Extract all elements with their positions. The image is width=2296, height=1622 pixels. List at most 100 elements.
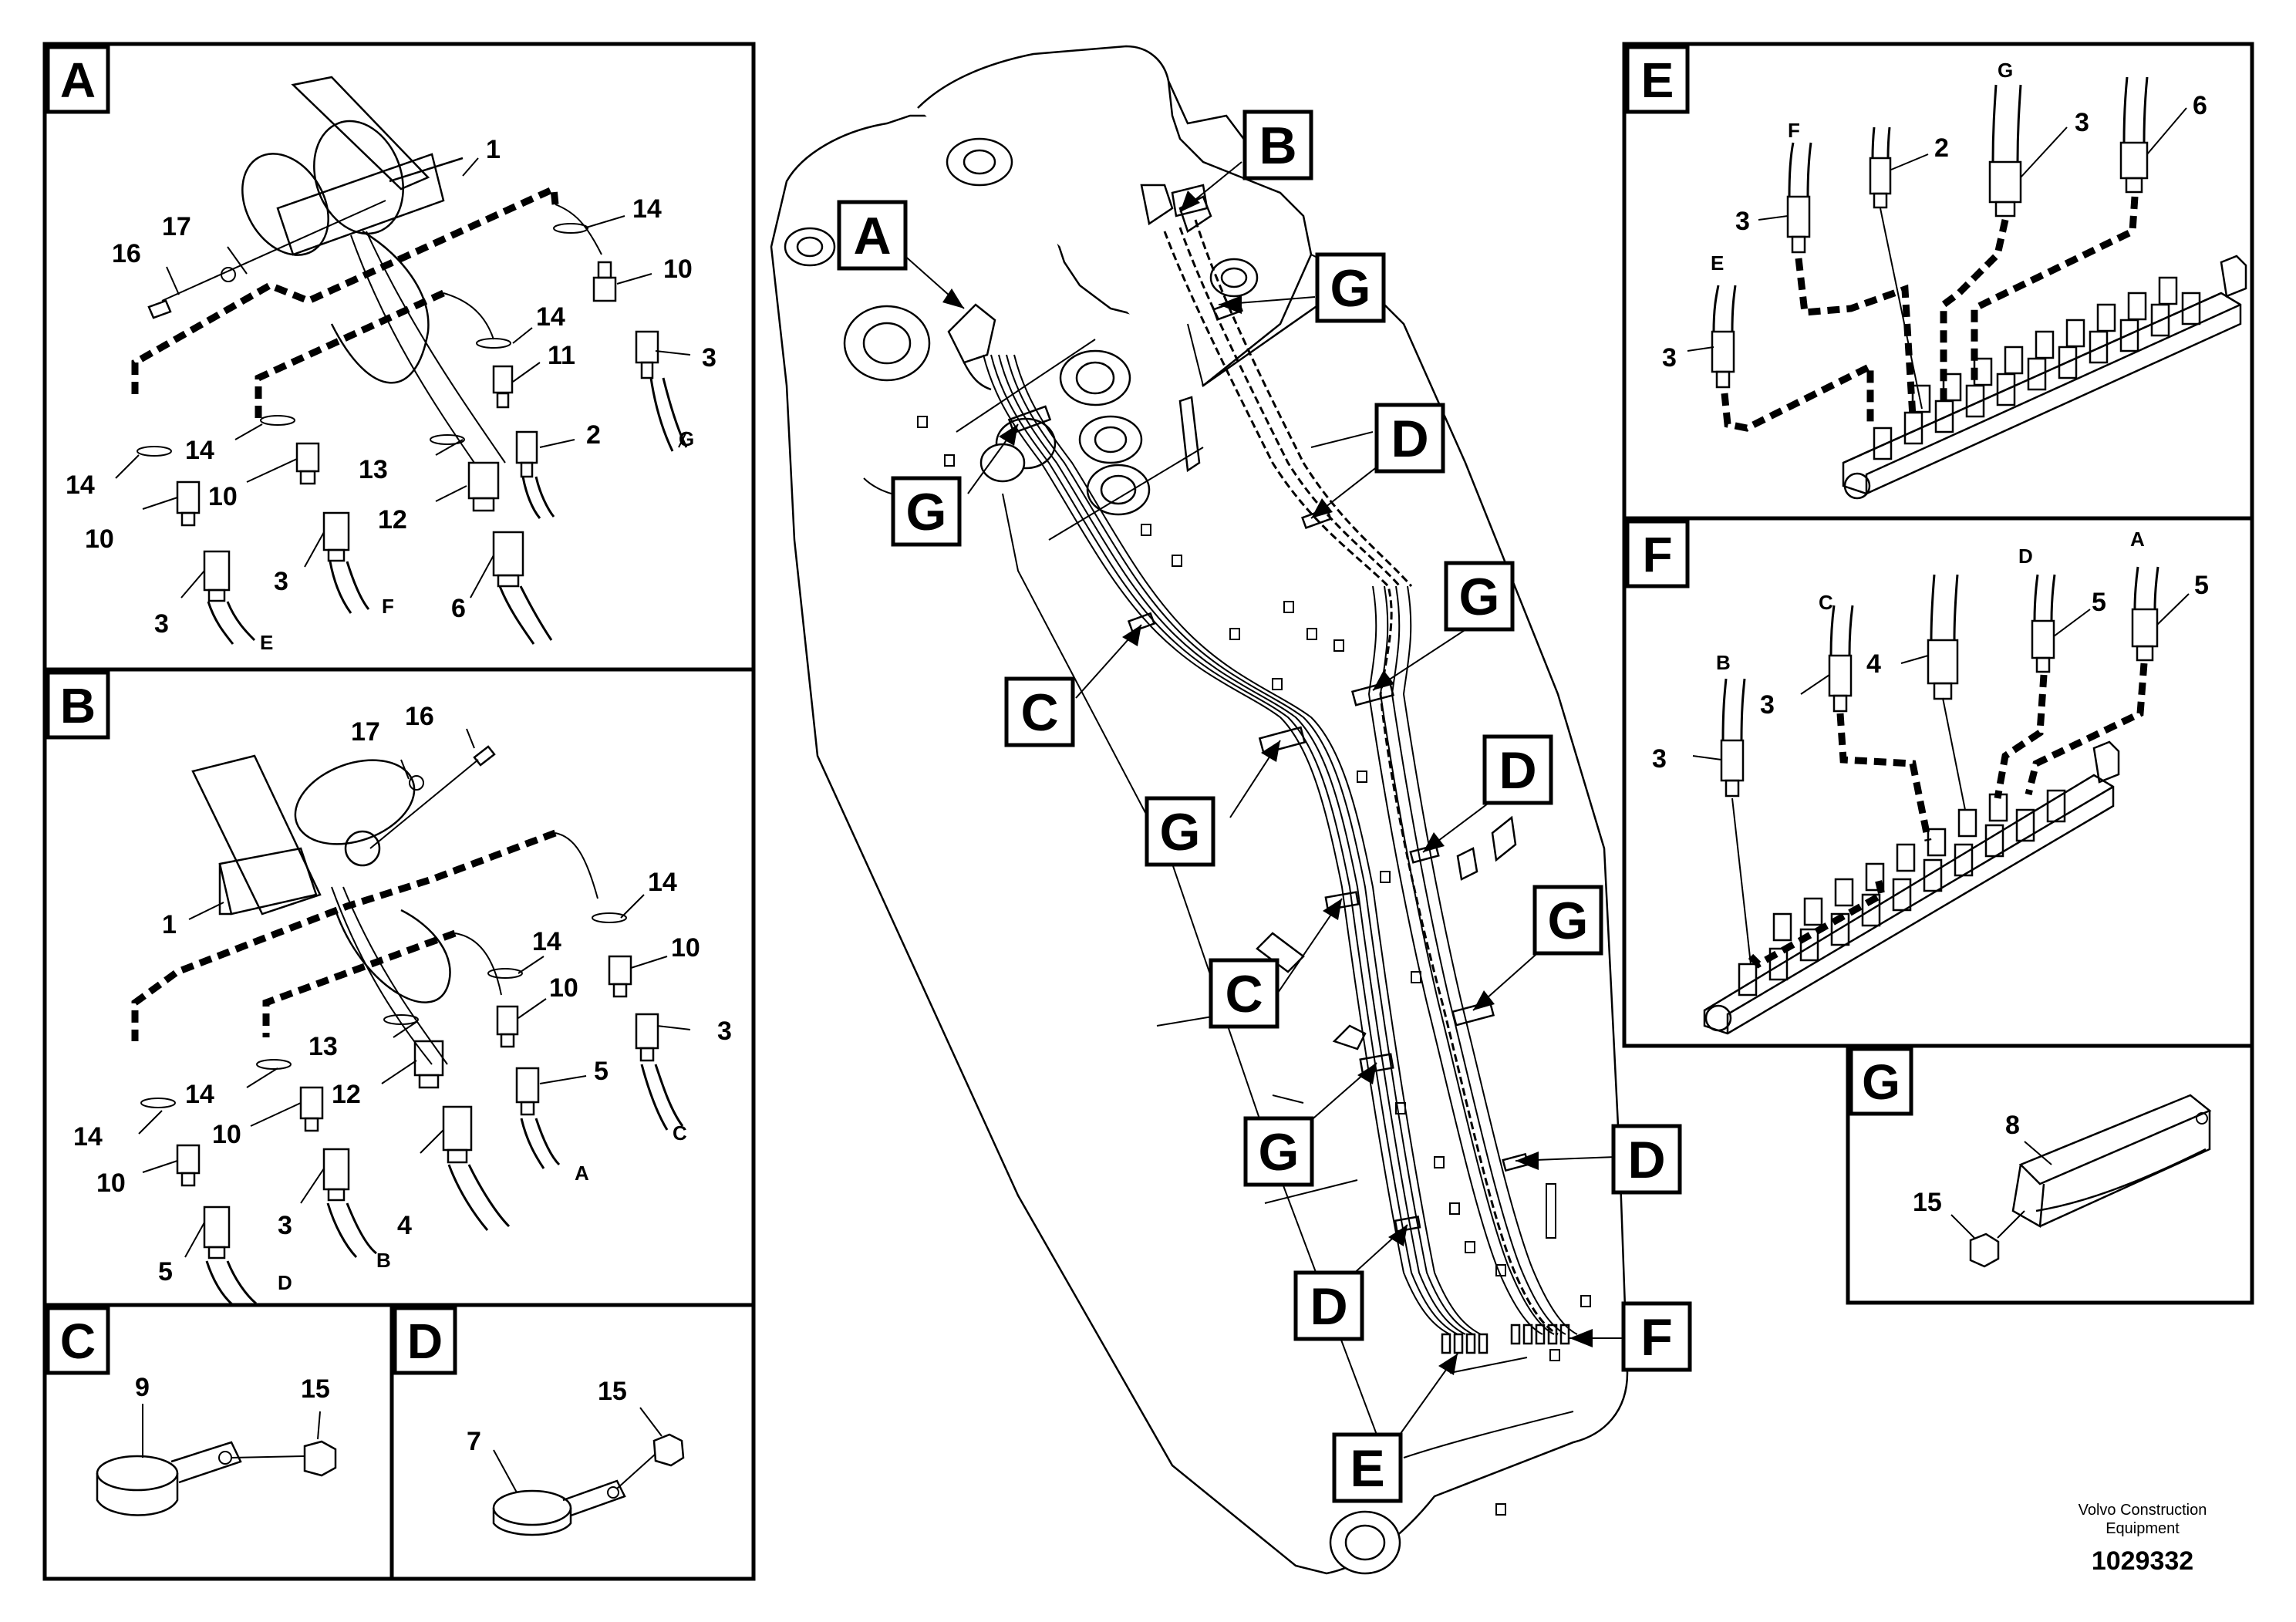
a-label-16: 16	[112, 239, 141, 268]
panel-c-drawing: 9 15	[96, 1373, 337, 1516]
callouts: A B G D G C G D	[837, 110, 1692, 1503]
b-label-14: 14	[648, 868, 677, 897]
a-label-13: 13	[359, 455, 388, 484]
e-label-6: 6	[2193, 91, 2207, 120]
panel-f-letter: F	[1642, 527, 1672, 582]
panel-c-tag: C	[46, 1306, 110, 1375]
callout-f: F	[1621, 1301, 1692, 1372]
f-label-5b: 5	[2194, 571, 2209, 600]
a-label-e: E	[260, 631, 273, 654]
callout-c2-label: C	[1225, 965, 1263, 1023]
panel-d-drawing: 15 7	[467, 1377, 685, 1536]
panel-c-letter: C	[60, 1313, 96, 1369]
f-label-d: D	[2018, 545, 2033, 568]
a-label-g: G	[679, 427, 694, 450]
e-label-f: F	[1788, 119, 1800, 142]
panel-b-tag: B	[46, 670, 110, 740]
callout-b-label: B	[1259, 116, 1296, 175]
callout-g4-label: G	[1160, 803, 1201, 862]
g-label-15: 15	[1913, 1188, 1942, 1217]
e-label-3b: 3	[1735, 207, 1750, 236]
callout-d4: D	[1293, 1270, 1364, 1341]
callout-c1: C	[1004, 676, 1075, 747]
a-label-3b: 3	[274, 567, 288, 596]
panel-f-drawing: D A C 5 5 B 4 3 3	[1652, 528, 2209, 1035]
callout-g2: G	[891, 476, 962, 547]
a-label-3c: 3	[154, 609, 169, 639]
callout-d3-label: D	[1627, 1131, 1665, 1189]
b-label-d: D	[278, 1271, 292, 1294]
c-label-9: 9	[135, 1373, 150, 1402]
panel-f-tag: F	[1625, 519, 1690, 588]
b-label-14d: 14	[73, 1122, 103, 1152]
b-label-10b: 10	[549, 973, 578, 1003]
e-label-3: 3	[2075, 108, 2089, 137]
d-label-15: 15	[598, 1377, 627, 1406]
panel-a-letter: A	[60, 52, 96, 108]
b-label-3b: 3	[278, 1211, 292, 1240]
a-label-14c: 14	[66, 470, 95, 500]
a-label-14: 14	[632, 194, 662, 224]
a-label-3: 3	[702, 343, 716, 373]
b-label-1: 1	[162, 910, 177, 939]
panel-d-tag: D	[393, 1306, 457, 1375]
callout-g3: G	[1444, 561, 1515, 632]
callout-d4-label: D	[1310, 1277, 1347, 1336]
b-label-5b: 5	[158, 1257, 173, 1286]
panel-g-drawing: 8 15	[1913, 1094, 2212, 1268]
a-label-10: 10	[663, 255, 693, 284]
panel-d-letter: D	[407, 1313, 443, 1369]
b-label-10d: 10	[96, 1168, 126, 1198]
b-label-14c: 14	[185, 1080, 214, 1109]
document-number: 1029332	[2092, 1546, 2193, 1576]
panel-g-tag: G	[1849, 1047, 1913, 1116]
b-label-17: 17	[351, 717, 380, 747]
callout-b: B	[1242, 110, 1313, 180]
callout-e-label: E	[1350, 1439, 1384, 1498]
panel-g-frame	[1846, 1044, 2254, 1305]
b-label-b: B	[376, 1249, 391, 1272]
brand-line-1: Volvo Construction	[2079, 1502, 2207, 1519]
panel-d-frame	[389, 1303, 756, 1581]
callout-g4: G	[1145, 796, 1215, 867]
b-label-5: 5	[594, 1057, 609, 1086]
a-label-10b: 10	[208, 482, 238, 511]
panel-a-drawing: 1 17 16 14 10 14 11 3 2 G 14 14 10 10 13…	[66, 76, 716, 654]
b-label-16: 16	[405, 702, 434, 731]
a-label-14b: 14	[536, 302, 565, 332]
b-label-13: 13	[308, 1032, 338, 1061]
callout-g1: G	[1315, 252, 1386, 323]
panel-b-drawing: 16 17 1 14 10 14 10 13 14 12 5 3 10 14 1…	[73, 702, 732, 1307]
panel-f-frame	[1622, 516, 2254, 1048]
e-label-g: G	[1998, 59, 2013, 82]
callout-c1-label: C	[1020, 683, 1058, 742]
b-label-14b: 14	[532, 927, 561, 956]
b-label-3: 3	[717, 1017, 732, 1046]
callout-a-label: A	[853, 207, 891, 265]
e-label-2: 2	[1934, 133, 1949, 163]
callout-g6-label: G	[1259, 1123, 1300, 1182]
panel-e-tag: E	[1625, 45, 1690, 114]
panel-e-drawing: G F 2 3 6 3 E 3	[1662, 59, 2247, 500]
b-label-10c: 10	[212, 1120, 241, 1149]
callout-d1: D	[1374, 403, 1445, 474]
f-label-b: B	[1716, 651, 1731, 674]
f-label-c: C	[1819, 591, 1833, 614]
b-label-10: 10	[671, 933, 700, 963]
a-label-2: 2	[586, 420, 601, 450]
a-label-f: F	[382, 595, 394, 618]
callout-d1-label: D	[1391, 410, 1428, 468]
f-label-a: A	[2130, 528, 2145, 551]
panel-g-letter: G	[1862, 1054, 1900, 1110]
callout-g1-label: G	[1330, 259, 1371, 318]
callout-f-label: F	[1640, 1308, 1673, 1367]
callout-g2-label: G	[906, 483, 947, 541]
a-label-14d: 14	[185, 436, 214, 465]
callout-g6: G	[1243, 1116, 1314, 1187]
callout-d3: D	[1611, 1124, 1682, 1195]
b-label-c: C	[673, 1121, 687, 1145]
callout-a: A	[837, 200, 908, 271]
panel-e-letter: E	[1641, 52, 1674, 108]
a-label-12: 12	[378, 505, 407, 534]
